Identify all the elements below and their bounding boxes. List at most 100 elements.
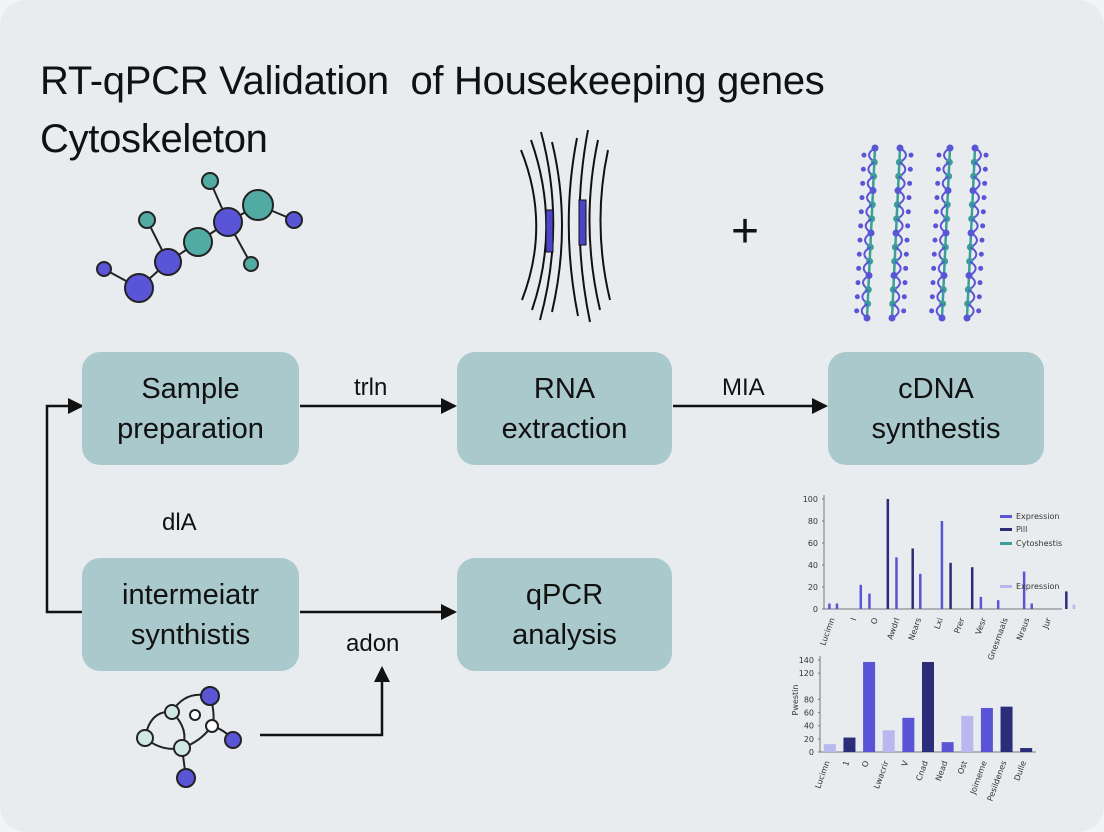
bar (940, 521, 944, 609)
step-label: intermeiatr synthistis (122, 578, 259, 651)
bar (1000, 706, 1013, 752)
y-tick-label: 100 (803, 495, 818, 504)
y-tick-label: 0 (813, 605, 818, 614)
arrow-loop-back (45, 398, 84, 614)
x-tick-label: Dulle (1013, 760, 1029, 783)
step-label: RNA extraction (501, 372, 628, 445)
bar (1020, 748, 1033, 752)
y-tick-label: 120 (799, 669, 814, 678)
bar (911, 548, 914, 609)
y-tick-label: 20 (804, 735, 814, 744)
x-tick-label: V (900, 759, 911, 768)
y-tick-label: 40 (808, 561, 818, 570)
bar (941, 742, 954, 752)
x-tick-label: Joimeme (968, 760, 989, 797)
x-tick-label: Ost (956, 760, 969, 776)
step-label: qPCR analysis (512, 578, 617, 651)
page-title: RT-qPCR Validation of Housekeeping genes… (40, 52, 1080, 168)
x-tick-label: Awdrl (886, 617, 902, 641)
legend-label: Cytoshestis (1016, 539, 1062, 548)
bar (863, 661, 876, 752)
bar (886, 499, 890, 609)
bar (828, 603, 831, 609)
legend-swatch (1000, 515, 1012, 518)
legend-label: Expression (1016, 582, 1059, 591)
bar (961, 715, 974, 752)
x-tick-label: Gnesmaals (986, 617, 1010, 662)
x-tick-label: Lwacrir (872, 759, 891, 790)
legend-label: Pill (1016, 525, 1027, 534)
bar (1022, 571, 1026, 609)
x-tick-label: Prer (953, 616, 967, 635)
x-tick-label: O (860, 760, 871, 769)
bar (868, 593, 871, 609)
molecule-icon (96, 172, 303, 303)
bar (902, 717, 915, 752)
step-cdna-synthesis: cDNA synthestis (828, 352, 1044, 465)
y-tick-label: 20 (808, 583, 818, 592)
edge-label-rna-cdna: MIA (722, 374, 765, 401)
bar (823, 744, 836, 752)
arrow-molecule-to-qpcr (260, 666, 390, 737)
x-tick-label: Lxi (933, 617, 945, 631)
step-qpcr-analysis: qPCR analysis (457, 558, 672, 671)
y-axis-label: Pwestin (791, 685, 800, 716)
x-tick-label: Vesr (974, 616, 989, 636)
step-sample-preparation: Sample preparation (82, 352, 299, 465)
x-tick-label: Nraus (1015, 617, 1031, 642)
y-tick-label: 80 (804, 695, 814, 704)
y-tick-label: 80 (808, 517, 818, 526)
step-label: Sample preparation (117, 372, 264, 445)
y-tick-label: 60 (804, 709, 814, 718)
bar (1030, 603, 1033, 609)
bar (1065, 591, 1068, 609)
step-rna-extraction: RNA extraction (457, 352, 672, 465)
x-tick-label: Cnad (914, 760, 930, 782)
branched-molecule-icon (136, 686, 242, 788)
legend-label: Expression (1016, 512, 1059, 521)
edge-label-loop: dlA (162, 509, 197, 536)
step-intermediate-synthesis: intermeiatr synthistis (82, 558, 299, 671)
legend-swatch (1000, 528, 1012, 531)
y-tick-label: 40 (804, 722, 814, 731)
bar (922, 661, 934, 752)
x-tick-label: Nead (934, 760, 950, 783)
x-tick-label: Pesildenes (986, 760, 1009, 803)
x-tick-label: I (849, 617, 858, 622)
title-line-2: Cytoskeleton (40, 117, 268, 161)
bar (1072, 604, 1076, 609)
x-tick-label: Lucimn (813, 760, 831, 790)
bar (979, 596, 983, 609)
bar (835, 603, 839, 609)
rna-strands-icon (520, 129, 611, 323)
bar (919, 573, 922, 609)
legend-swatch (1000, 585, 1012, 588)
bar (882, 730, 895, 752)
dna-helix-icon (854, 144, 989, 322)
bar (895, 557, 898, 609)
bar (996, 600, 1000, 609)
edge-label-to-qpcr: adon (346, 630, 400, 657)
legend-swatch (1000, 542, 1012, 545)
x-tick-label: Jur (1041, 616, 1054, 631)
bar (980, 707, 993, 752)
edge-label-sample-rna: trln (354, 374, 388, 401)
y-tick-label: 0 (809, 748, 814, 757)
bar (843, 737, 856, 752)
plus-sign: + (731, 205, 760, 258)
x-tick-label: O (869, 617, 880, 626)
x-tick-label: Lucimn (818, 617, 836, 647)
step-label: cDNA synthestis (871, 372, 1001, 445)
y-tick-label: 140 (799, 656, 814, 665)
x-tick-label: 1 (841, 760, 851, 768)
x-tick-label: Nears (907, 617, 923, 642)
flow-arrows (45, 398, 828, 737)
title-line-1: RT-qPCR Validation of Housekeeping genes (40, 59, 825, 103)
bar (970, 567, 974, 609)
bar (859, 584, 863, 609)
y-tick-label: 60 (808, 539, 818, 548)
